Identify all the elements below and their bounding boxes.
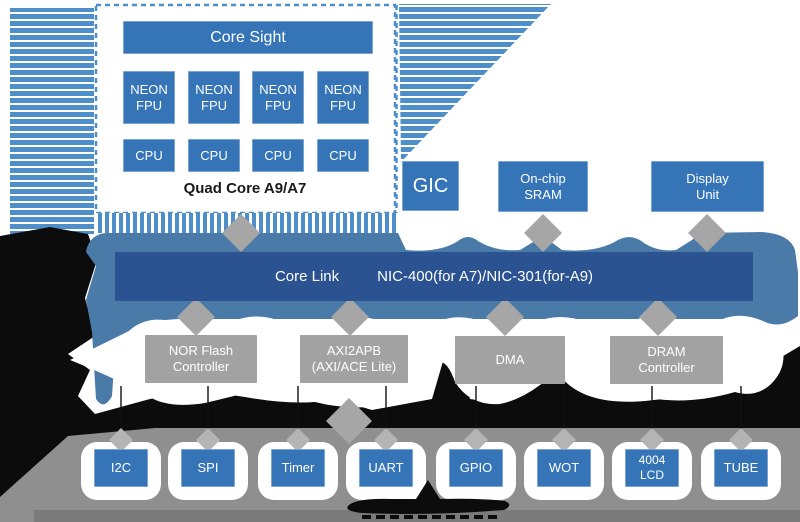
core-link-bus: Core Link NIC-400(for A7)/NIC-301(for-A9… <box>115 252 753 301</box>
controller-block-nor-flash: NOR Flash Controller <box>145 335 257 383</box>
core-sight-block: Core Sight <box>123 21 373 54</box>
peripheral-block-spi: SPI <box>181 449 235 487</box>
neon-fpu-block-2: NEON FPU <box>188 71 240 124</box>
tube-label: TUBE <box>723 460 759 476</box>
peripheral-block-wot: WOT <box>537 449 591 487</box>
cpu-label: CPU <box>200 147 228 163</box>
i2c-label: I2C <box>110 460 132 476</box>
spi-label: SPI <box>197 460 219 476</box>
bus-label-nic: NIC-400(for A7)/NIC-301(for-A9) <box>377 268 594 285</box>
peripheral-block-timer: Timer <box>271 449 325 487</box>
bus-label-core-link: Core Link <box>274 268 340 285</box>
dram-controller-label: DRAM Controller <box>638 344 695 375</box>
gic-label: GIC <box>412 174 449 197</box>
uart-label: UART <box>368 460 404 476</box>
onchip-sram-block: On-chip SRAM <box>498 161 588 212</box>
neon-fpu-label: NEON FPU <box>195 81 233 113</box>
controller-block-dma: DMA <box>455 336 565 384</box>
connector-diamonds-peripherals <box>109 428 753 452</box>
gic-block: GIC <box>402 161 459 211</box>
ink-scribble <box>347 480 510 519</box>
cpu-label: CPU <box>329 147 357 163</box>
cpu-block-1: CPU <box>123 139 175 172</box>
neon-fpu-label: NEON FPU <box>130 81 168 113</box>
gpio-label: GPIO <box>459 460 493 476</box>
display-unit-label: Display Unit <box>686 170 729 202</box>
connector-diamonds-bus-bottom <box>177 298 677 444</box>
gray-band-shadow-edge <box>34 510 800 522</box>
controller-block-axi2apb: AXI2APB (AXI/ACE Lite) <box>300 335 408 383</box>
controller-block-dram: DRAM Controller <box>610 336 723 384</box>
neon-fpu-block-4: NEON FPU <box>317 71 369 124</box>
nor-flash-controller-label: NOR Flash Controller <box>168 343 234 374</box>
neon-fpu-label: NEON FPU <box>324 81 362 113</box>
cpu-block-3: CPU <box>252 139 304 172</box>
peripheral-block-gpio: GPIO <box>449 449 503 487</box>
neon-fpu-block-3: NEON FPU <box>252 71 304 124</box>
timer-label: Timer <box>281 460 315 476</box>
dma-label: DMA <box>495 352 525 368</box>
display-unit-block: Display Unit <box>651 161 764 212</box>
wot-label: WOT <box>548 460 580 476</box>
core-sight-label: Core Sight <box>210 28 286 46</box>
hatch-triangle-top-right <box>399 4 551 162</box>
cpu-label: CPU <box>264 147 292 163</box>
quad-core-label: Quad Core A9/A7 <box>183 180 307 197</box>
connector-diamonds-top <box>222 214 726 252</box>
lcd-label: 4004 LCD <box>638 453 666 482</box>
peripheral-connector-lines <box>120 386 742 436</box>
onchip-sram-label: On-chip SRAM <box>520 170 566 202</box>
peripheral-block-uart: UART <box>359 449 413 487</box>
cpu-block-2: CPU <box>188 139 240 172</box>
neon-fpu-block-1: NEON FPU <box>123 71 175 124</box>
neon-fpu-label: NEON FPU <box>259 81 297 113</box>
cpu-label: CPU <box>135 147 163 163</box>
hatch-block-left <box>10 8 94 234</box>
cpu-block-4: CPU <box>317 139 369 172</box>
peripheral-block-i2c: I2C <box>94 449 148 487</box>
peripheral-block-tube: TUBE <box>714 449 768 487</box>
axi2apb-label: AXI2APB (AXI/ACE Lite) <box>311 343 397 374</box>
peripheral-block-4004-lcd: 4004 LCD <box>625 449 679 487</box>
